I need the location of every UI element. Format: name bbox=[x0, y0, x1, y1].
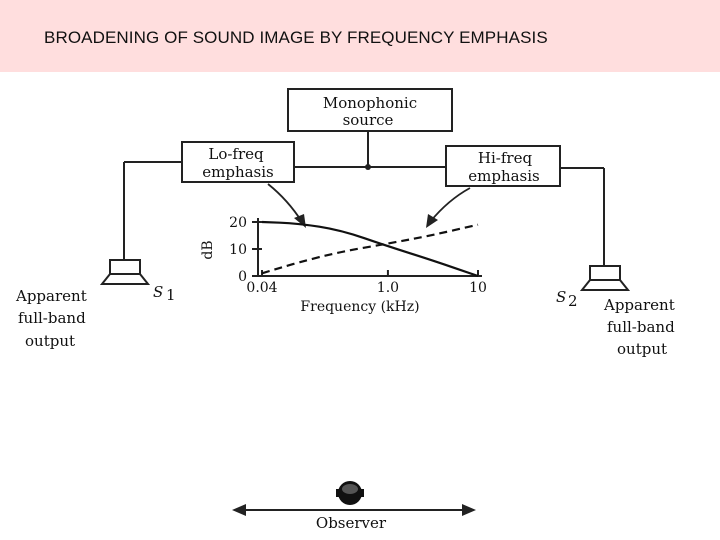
lo-pointer-arrow bbox=[267, 183, 303, 223]
hi-freq-box: Hi-freq emphasis bbox=[445, 145, 561, 187]
chart-y-ticks: 0 10 20 bbox=[229, 215, 262, 285]
lo-freq-label-line1: Lo-freq bbox=[208, 145, 264, 163]
speaker-left-icon bbox=[99, 259, 151, 285]
lo-freq-label-line2: emphasis bbox=[202, 163, 274, 181]
speaker-right-name: S bbox=[556, 288, 566, 306]
hi-freq-curve bbox=[261, 223, 479, 275]
speaker-left-name: S bbox=[153, 283, 163, 301]
lo-freq-box: Lo-freq emphasis bbox=[181, 141, 295, 183]
speaker-left-caption-1: Apparent bbox=[15, 287, 87, 305]
lo-freq-curve bbox=[261, 220, 479, 278]
speaker-right-subscript: 2 bbox=[568, 292, 578, 310]
chart-y-tick-label: 20 bbox=[229, 215, 247, 231]
speaker-right-caption-2: full-band bbox=[607, 318, 675, 336]
speaker-right-icon bbox=[579, 265, 631, 291]
slide-title: BROADENING OF SOUND IMAGE BY FREQUENCY E… bbox=[44, 28, 548, 47]
speaker-right-caption-1: Apparent bbox=[603, 296, 675, 314]
lo-arrowhead bbox=[294, 214, 306, 228]
frequency-chart: dB Frequency (kHz) 0 10 20 0.04 1.0 10 bbox=[200, 215, 487, 315]
chart-y-label: dB bbox=[200, 240, 216, 259]
speaker-right-caption-3: output bbox=[617, 340, 667, 358]
chart-series bbox=[261, 220, 479, 278]
chart-x-label: Frequency (kHz) bbox=[300, 299, 419, 315]
chart-x-tick-label: 1.0 bbox=[377, 280, 399, 296]
speaker-left-caption-2: full-band bbox=[18, 309, 86, 327]
observer-head-icon bbox=[336, 481, 364, 505]
observer-group: Observer bbox=[232, 481, 476, 532]
hi-freq-label-line1: Hi-freq bbox=[478, 149, 533, 167]
chart-x-tick-label: 10 bbox=[469, 280, 487, 296]
speaker-left-subscript: 1 bbox=[166, 286, 176, 304]
chart-x-tick-label: 0.04 bbox=[246, 280, 277, 296]
source-label-line1: Monophonic bbox=[323, 94, 417, 112]
source-label-line2: source bbox=[343, 111, 394, 129]
junction-dot bbox=[365, 164, 371, 170]
hi-arrowhead bbox=[426, 214, 438, 228]
observer-left-arrowhead bbox=[232, 504, 246, 516]
chart-x-ticks: 0.04 1.0 10 bbox=[246, 270, 487, 296]
hi-pointer-arrow bbox=[429, 187, 471, 223]
chart-y-tick-label: 10 bbox=[229, 242, 247, 258]
speaker-left-caption-3: output bbox=[25, 332, 75, 350]
observer-right-arrowhead bbox=[462, 504, 476, 516]
hi-freq-label-line2: emphasis bbox=[468, 167, 540, 185]
title-bar: BROADENING OF SOUND IMAGE BY FREQUENCY E… bbox=[0, 0, 720, 72]
source-box: Monophonic source bbox=[287, 88, 453, 132]
chart-y-tick-label: 0 bbox=[238, 269, 247, 285]
observer-label: Observer bbox=[316, 514, 387, 532]
